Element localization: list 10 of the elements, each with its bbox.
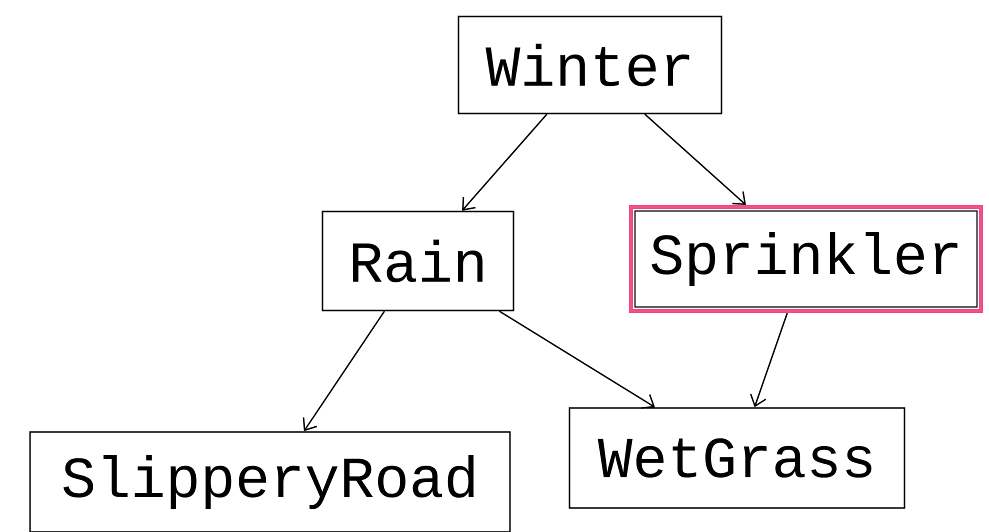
arrow bbox=[462, 114, 548, 211]
arrow bbox=[302, 310, 386, 432]
node-box: Winter bbox=[458, 16, 722, 114]
node-box: SlipperyRoad bbox=[29, 431, 511, 532]
highlighted-node-box: Sprinkler bbox=[629, 204, 983, 313]
arrow bbox=[644, 114, 746, 205]
arrow bbox=[750, 312, 788, 408]
node-box: Rain bbox=[322, 210, 514, 312]
node-box: WetGrass bbox=[568, 407, 906, 509]
arrow bbox=[499, 310, 655, 409]
